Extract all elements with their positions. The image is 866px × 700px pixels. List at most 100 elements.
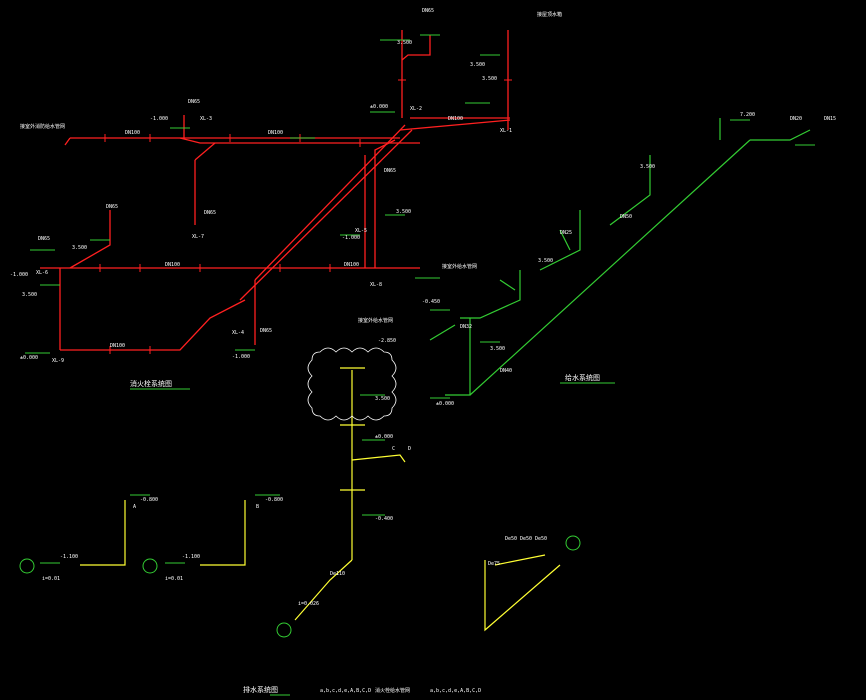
fire-tag-xl5: XL-5 [355, 228, 367, 234]
fire-elev-k: -1.000 [232, 354, 250, 360]
fire-size-dn65-b: DN65 [422, 8, 434, 14]
fire-size-dn65-e: DN65 [38, 236, 50, 242]
supply-size-dn40: DN40 [500, 368, 512, 374]
drain-size-de50-c: De50 [535, 536, 547, 542]
drain-elev-c: -1.100 [60, 554, 78, 560]
drain-elev-f: i=0.01 [165, 576, 183, 582]
drain-elev-d: -1.100 [182, 554, 200, 560]
drain-elev-i: ±0.000 [375, 434, 393, 440]
fire-size-dn100-a: DN100 [125, 130, 140, 136]
supply-size-dn15: DN15 [824, 116, 836, 122]
drain-outlet [294, 559, 353, 621]
supply-title: 给水系统图 [565, 373, 600, 382]
fire-hydrant-system [40, 30, 511, 351]
supply-size-dn25: DN25 [560, 230, 572, 236]
fire-elev-b: 3.500 [470, 62, 485, 68]
drain-tag-circle-4 [565, 535, 581, 551]
fire-main-bottom [60, 299, 246, 351]
supply-elev-f: 3.500 [538, 258, 553, 264]
drain-marks [40, 394, 385, 696]
drain-branch-cd [351, 454, 406, 463]
fire-main-top-2 [179, 137, 420, 144]
supply-elev-d: -2.850 [378, 338, 396, 344]
fire-diag-main-2 [254, 124, 406, 281]
drain-system-title: 排水系统图 [243, 685, 278, 694]
fire-size-dn100-d: DN100 [165, 262, 180, 268]
drain-tag-circle-1 [19, 558, 35, 574]
drain-elev-g: i=0.026 [298, 601, 319, 607]
supply-branch-1 [609, 155, 651, 226]
fire-elev-i: 3.500 [396, 209, 411, 215]
drain-elev-a: -0.800 [140, 497, 158, 503]
fire-size-dn65-f: DN65 [384, 168, 396, 174]
fire-inlet-left [64, 137, 71, 146]
supply-elev-c: -0.450 [422, 299, 440, 305]
fire-size-dn100-b: DN100 [268, 130, 283, 136]
drain-labels: A B C D De110 De75 De50 De50 De50 -0.800… [42, 396, 547, 694]
bottom-legend-3: a,b,c,d,e,A,B,C,D [430, 688, 481, 694]
fire-size-dn100-f: DN100 [110, 343, 125, 349]
fire-elev-h: ±0.000 [20, 355, 38, 361]
drain-size-de75-a: De75 [488, 561, 500, 567]
fire-branch-upper-right [399, 119, 511, 131]
supply-note: 接室外给水管网 [358, 317, 393, 324]
drain-right-line [484, 560, 561, 632]
fire-elev-a: 3.500 [397, 40, 412, 46]
fire-labels: 接室外消防给水管网 接屋顶水箱 接室外给水管网 消火栓系统图 XL-1 XL-2… [10, 8, 562, 388]
fire-tag-xl7: XL-7 [192, 234, 204, 240]
bottom-legend-2: 消火栓给水管网 [375, 687, 410, 694]
drain-label-c: C [392, 446, 395, 452]
supply-elev-g: 3.500 [640, 164, 655, 170]
fire-diag-main-1 [239, 129, 413, 301]
fire-tag-xl6: XL-6 [36, 270, 48, 276]
drain-label-d: D [408, 446, 411, 452]
drain-right-top [494, 554, 546, 566]
fire-elev-f: -1.000 [10, 272, 28, 278]
fire-riser-xl8 [374, 139, 396, 268]
fire-tag-xl4: XL-4 [232, 330, 244, 336]
fire-size-dn65-a: DN65 [188, 99, 200, 105]
fire-elevation-marks [25, 34, 500, 390]
fire-label-connect: 接室外给水管网 [442, 263, 477, 270]
supply-elev-b: ±0.000 [436, 401, 454, 407]
fire-size-dn100-c: DN100 [448, 116, 463, 122]
supply-labels: 给水系统图 接室外给水管网 DN50 DN40 DN32 DN25 DN20 D… [358, 112, 836, 407]
fire-size-dn65-g: DN65 [260, 328, 272, 334]
drain-size-de50-b: De50 [520, 536, 532, 542]
fire-tag-xl9: XL-9 [52, 358, 64, 364]
drain-tag-circle-2 [142, 558, 158, 574]
fire-system-title: 消火栓系统图 [130, 379, 172, 388]
drain-elev-b: -0.800 [265, 497, 283, 503]
fire-size-dn100-e: DN100 [344, 262, 359, 268]
drain-size-de50-a: De50 [505, 536, 517, 542]
drain-b-line [200, 500, 246, 566]
supply-stub-a [559, 229, 571, 251]
supply-main-diag [469, 139, 751, 396]
fire-riser-xl2-top [401, 35, 431, 61]
fire-tag-xl1: XL-1 [500, 128, 512, 134]
fire-elev-g: 3.500 [22, 292, 37, 298]
fire-tag-xl2: XL-2 [410, 106, 422, 112]
drain-label-b: B [256, 504, 259, 510]
supply-stub-b [499, 279, 516, 291]
supply-main-top [750, 129, 811, 141]
drain-tags [19, 535, 581, 638]
drain-size-de110-a: De110 [330, 571, 345, 577]
fire-tag-xl3: XL-3 [200, 116, 212, 122]
supply-system [429, 118, 811, 396]
drain-elev-e: i=0.01 [42, 576, 60, 582]
drain-tag-circle-3 [276, 622, 292, 638]
bottom-legend-1: a,b,c,d,e,A,B,C,D [320, 688, 371, 694]
fire-size-dn65-d: DN65 [106, 204, 118, 210]
drain-elev-h: 3.500 [375, 396, 390, 402]
fire-elev-j: -1.000 [342, 235, 360, 241]
supply-size-dn50: DN50 [620, 214, 632, 220]
supply-size-dn20: DN20 [790, 116, 802, 122]
supply-size-dn32: DN32 [460, 324, 472, 330]
supply-riser-left [445, 318, 471, 396]
fire-size-dn65-c: DN65 [204, 210, 216, 216]
drain-elev-j: -0.400 [375, 516, 393, 522]
fire-elev-l: 3.500 [482, 76, 497, 82]
fire-label-roof: 接屋顶水箱 [537, 11, 562, 18]
drain-label-a: A [133, 504, 136, 510]
